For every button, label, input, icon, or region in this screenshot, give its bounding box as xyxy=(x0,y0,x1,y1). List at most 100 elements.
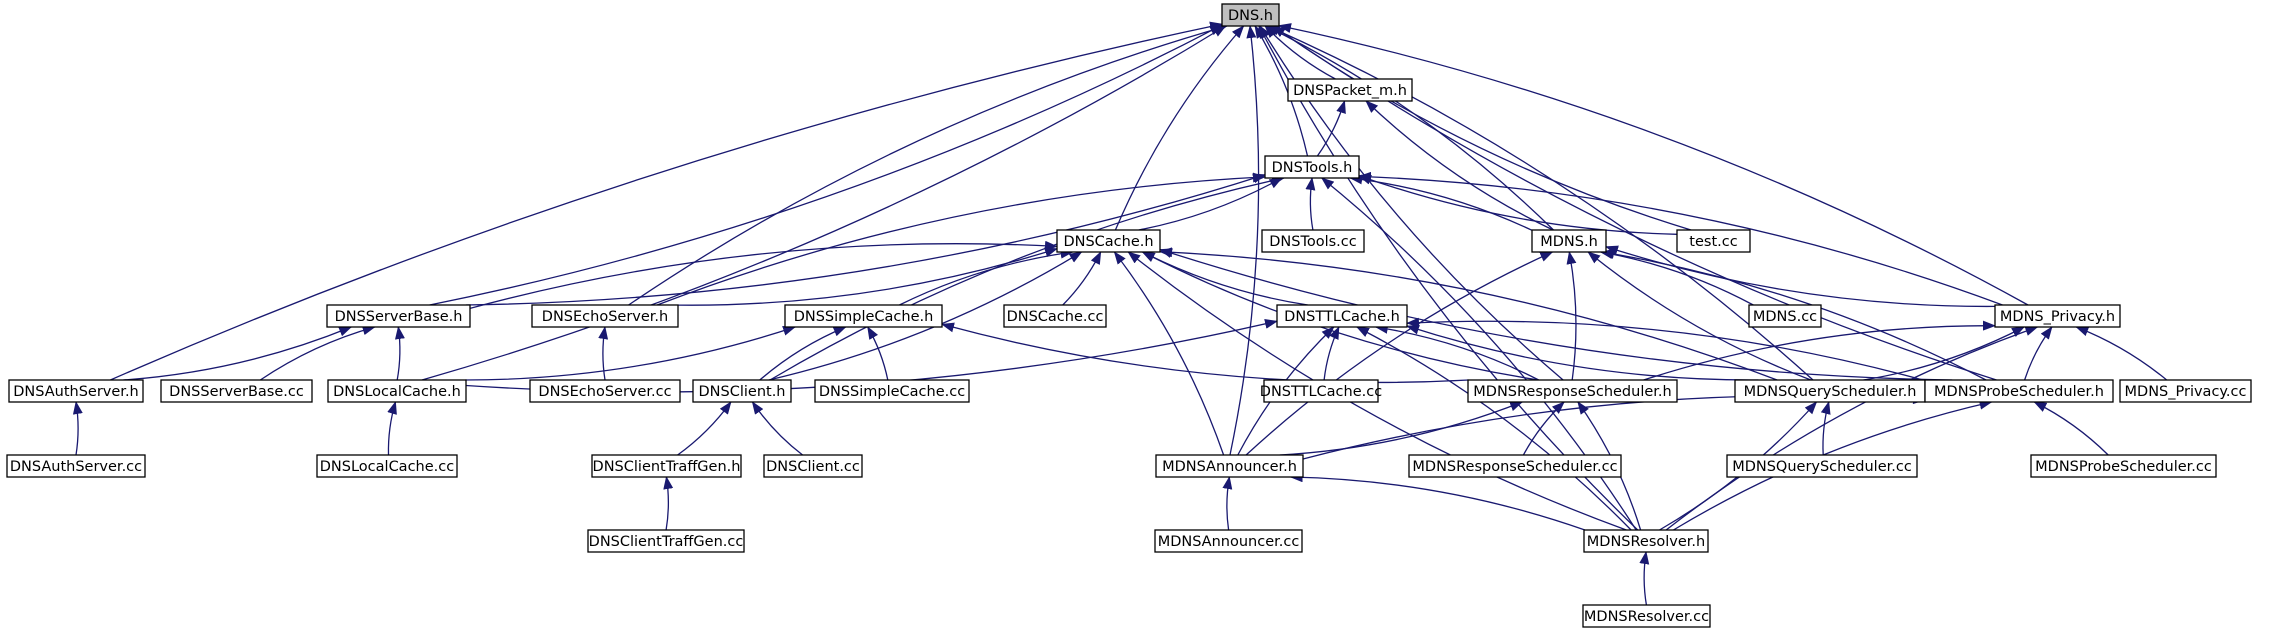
node-mdnsqueryscheduler-h[interactable]: MDNSQueryScheduler.h xyxy=(1734,379,1926,403)
node-box xyxy=(529,379,681,403)
node-box xyxy=(1467,379,1678,403)
edge-dnssimplecache_cc-to-dnssimplecache_h xyxy=(867,326,889,381)
node-label: DNSTTLCache.cc xyxy=(1260,384,1382,400)
node-dnsserverbase-cc[interactable]: DNSServerBase.cc xyxy=(160,379,313,403)
node-mdns-cc[interactable]: MDNS.cc xyxy=(1748,304,1822,328)
node-dnscache-cc[interactable]: DNSCache.cc xyxy=(1003,304,1107,328)
edge-dnsserverbase_h-to-dnstools_h xyxy=(465,173,1266,306)
node-label: DNSAuthServer.cc xyxy=(10,459,142,475)
edge-mdnsresponsescheduler_h-to-mdns_h xyxy=(1566,251,1577,381)
edge-dnslocalcache_h-to-dnsserverbase_h xyxy=(394,326,405,381)
node-label: DNSServerBase.h xyxy=(335,309,463,325)
edge-dnsclienttraffgen_cc-to-dnsclienttraffgen_h xyxy=(663,476,674,531)
edge-mdnsresponsescheduler_h-to-dnssimplecache_h xyxy=(941,322,1469,384)
edge-mdns_privacy_h-to-dnstools_h xyxy=(1358,171,2003,306)
node-label: DNSEchoServer.cc xyxy=(538,384,671,400)
node-box xyxy=(1748,304,1822,328)
edge-dnstools_h-to-dnspacket_m_h xyxy=(1316,100,1346,157)
edge-mdns_h-to-dnstools_h xyxy=(1349,174,1533,231)
node-dnsclienttraffgen-cc[interactable]: DNSClientTraffGen.cc xyxy=(587,529,745,553)
node-label: DNS.h xyxy=(1228,8,1273,24)
node-box xyxy=(1583,529,1709,553)
node-box xyxy=(8,379,144,403)
edge-mdnsresolver_h-to-dnscache_h xyxy=(1127,251,1627,531)
node-box xyxy=(2030,454,2217,478)
edge-dnslocalcache_cc-to-dnslocalcache_h xyxy=(387,401,397,456)
node-box xyxy=(326,304,471,328)
edge-dnslocalcache_h-to-dnssimplecache_h xyxy=(465,326,797,381)
edge-dnsclient_h-to-dnssimplecache_h xyxy=(759,326,847,381)
edge-mdnsresponsescheduler_h-to-dnsttlcache_h xyxy=(1374,323,1539,381)
node-box xyxy=(784,304,943,328)
node-label: MDNSProbeScheduler.h xyxy=(1934,384,2104,400)
node-mdnsresolver-h[interactable]: MDNSResolver.h xyxy=(1583,529,1709,553)
edge-mdnsresolver_cc-to-mdnsresolver_h xyxy=(1639,551,1650,606)
node-dnstools-cc[interactable]: DNSTools.cc xyxy=(1261,229,1365,253)
node-test-cc[interactable]: test.cc xyxy=(1676,229,1751,253)
node-mdns-privacy-cc[interactable]: MDNS_Privacy.cc xyxy=(2119,379,2252,403)
node-mdnsannouncer-cc[interactable]: MDNSAnnouncer.cc xyxy=(1154,529,1303,553)
node-label: DNSClientTraffGen.cc xyxy=(589,534,744,550)
node-dnsclient-cc[interactable]: DNSClient.cc xyxy=(763,454,863,478)
node-label: MDNSQueryScheduler.cc xyxy=(1732,459,1912,475)
node-label: DNSTools.h xyxy=(1272,160,1353,176)
node-label: DNSTTLCache.h xyxy=(1284,309,1400,325)
node-label: MDNSQueryScheduler.h xyxy=(1744,384,1917,400)
node-dnsauthserver-cc[interactable]: DNSAuthServer.cc xyxy=(6,454,146,478)
node-dnsechoserver-h[interactable]: DNSEchoServer.h xyxy=(531,304,679,328)
node-box xyxy=(1726,454,1918,478)
node-box xyxy=(1154,529,1303,553)
node-mdnsresponsescheduler-cc[interactable]: MDNSResponseScheduler.cc xyxy=(1408,454,1622,478)
node-box xyxy=(6,454,146,478)
node-mdnsprobescheduler-h[interactable]: MDNSProbeScheduler.h xyxy=(1924,379,2114,403)
node-label: DNSAuthServer.h xyxy=(13,384,139,400)
node-dnsserverbase-h[interactable]: DNSServerBase.h xyxy=(326,304,471,328)
node-box xyxy=(1994,304,2121,328)
node-box xyxy=(1408,454,1622,478)
node-dnslocalcache-h[interactable]: DNSLocalCache.h xyxy=(327,379,467,403)
edge-mdnsprobescheduler_h-to-mdns_privacy_h xyxy=(2023,326,2053,381)
node-dnscache-h[interactable]: DNSCache.h xyxy=(1056,229,1161,253)
node-dns-h[interactable]: DNS.h xyxy=(1221,3,1280,27)
node-mdnsprobescheduler-cc[interactable]: MDNSProbeScheduler.cc xyxy=(2030,454,2217,478)
node-label: MDNSResponseScheduler.h xyxy=(1473,384,1671,400)
edge-dnsclient_h-to-dnstools_h xyxy=(769,175,1285,381)
node-dnspacket-m-h[interactable]: DNSPacket_m.h xyxy=(1287,78,1413,102)
edge-mdnsprobescheduler_cc-to-mdnsprobescheduler_h xyxy=(2033,401,2109,456)
node-dnslocalcache-cc[interactable]: DNSLocalCache.cc xyxy=(316,454,458,478)
node-dnsechoserver-cc[interactable]: DNSEchoServer.cc xyxy=(529,379,681,403)
edge-mdnsqueryscheduler_h-to-dns_h xyxy=(1266,25,1814,381)
node-dnsttlcache-h[interactable]: DNSTTLCache.h xyxy=(1276,304,1408,328)
edge-mdnsannouncer_cc-to-mdnsannouncer_h xyxy=(1222,476,1233,531)
node-dnssimplecache-h[interactable]: DNSSimpleCache.h xyxy=(784,304,943,328)
node-label: DNSCache.cc xyxy=(1007,309,1104,325)
edge-dnscache_h-to-dns_h xyxy=(1114,25,1245,231)
node-box xyxy=(327,379,467,403)
edge-mdnsprobescheduler_h-to-dnsttlcache_h xyxy=(1406,317,1926,382)
node-mdns-privacy-h[interactable]: MDNS_Privacy.h xyxy=(1994,304,2121,328)
node-dnstools-h[interactable]: DNSTools.h xyxy=(1264,155,1360,179)
node-mdnsqueryscheduler-cc[interactable]: MDNSQueryScheduler.cc xyxy=(1726,454,1918,478)
node-box xyxy=(531,304,679,328)
node-dnsauthserver-h[interactable]: DNSAuthServer.h xyxy=(8,379,144,403)
edge-mdnsqueryscheduler_h-to-mdns_h xyxy=(1587,251,1812,381)
edge-dnsclienttraffgen_h-to-dnsclient_h xyxy=(677,401,732,456)
node-label: MDNSAnnouncer.h xyxy=(1162,459,1297,475)
node-mdns-h[interactable]: MDNS.h xyxy=(1531,229,1607,253)
node-box xyxy=(1155,454,1304,478)
node-dnssimplecache-cc[interactable]: DNSSimpleCache.cc xyxy=(814,379,970,403)
node-dnsttlcache-cc[interactable]: DNSTTLCache.cc xyxy=(1260,379,1382,403)
node-dnsclient-h[interactable]: DNSClient.h xyxy=(692,379,792,403)
node-box xyxy=(1531,229,1607,253)
node-label: DNSClient.h xyxy=(699,384,786,400)
node-label: DNSTools.cc xyxy=(1269,234,1357,250)
node-mdnsannouncer-h[interactable]: MDNSAnnouncer.h xyxy=(1155,454,1304,478)
edge-mdns_privacy_h-to-mdns_h xyxy=(1605,245,1996,308)
edge-mdnsprobescheduler_h-to-mdns_h xyxy=(1601,249,1987,381)
edge-dnsttlcache_h-to-dnscache_h xyxy=(1141,251,1308,306)
node-mdnsresolver-cc[interactable]: MDNSResolver.cc xyxy=(1582,604,1711,628)
node-mdnsresponsescheduler-h[interactable]: MDNSResponseScheduler.h xyxy=(1467,379,1678,403)
node-dnsclienttraffgen-h[interactable]: DNSClientTraffGen.h xyxy=(591,454,742,478)
edge-dnssimplecache_h-to-dnscache_h xyxy=(899,248,1074,306)
node-box xyxy=(587,529,745,553)
